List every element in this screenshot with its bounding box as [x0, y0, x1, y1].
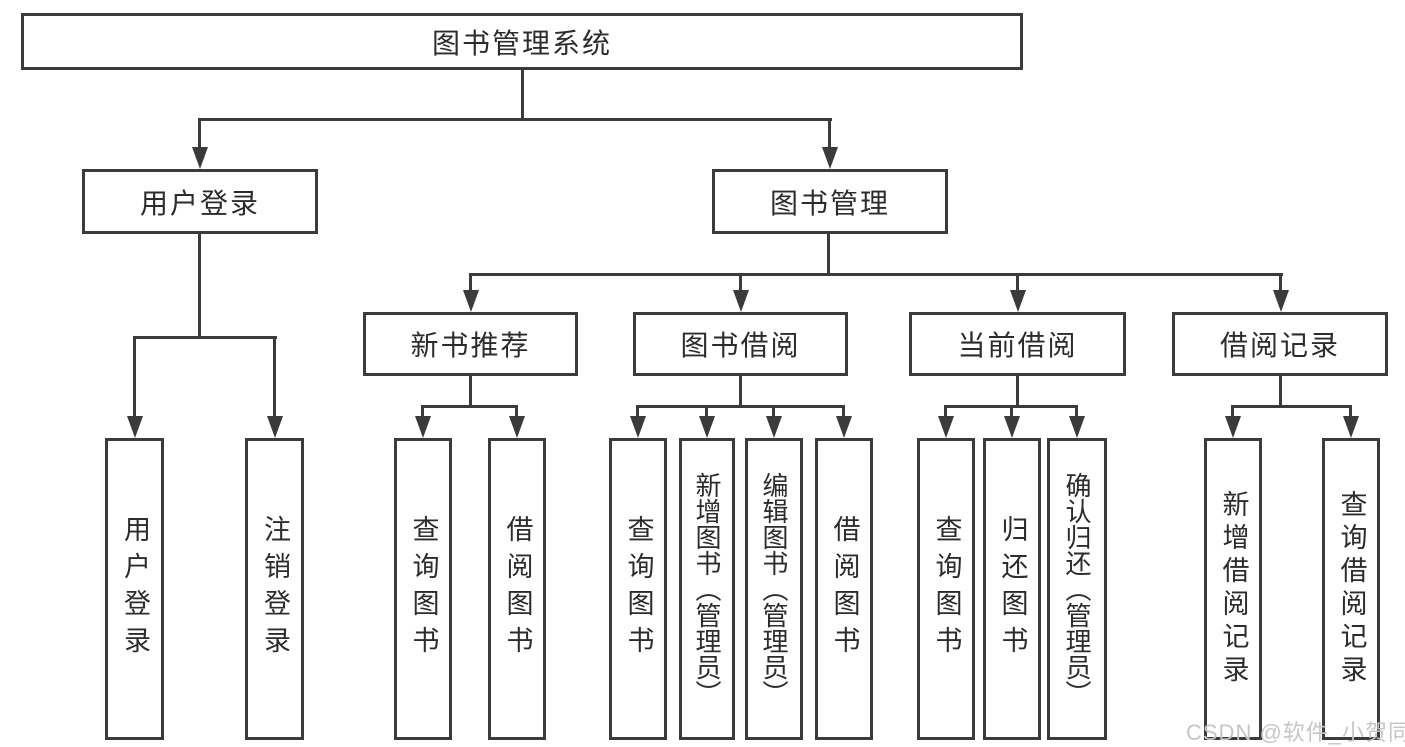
connector-new-book-recommendation-stem: [469, 376, 472, 405]
leaf-user-login: 用户登录: [105, 438, 164, 740]
leaf-edit-book-admin-label: 编辑图书（管理员）: [759, 472, 789, 706]
node-borrowing-records: 借阅记录: [1172, 312, 1388, 376]
leaf-query-books-current-label: 查询图书: [931, 515, 962, 663]
connector-book-management-stem: [827, 234, 830, 273]
leaf-borrow-books-borrowing-label: 借阅图书: [829, 515, 860, 663]
arrow-down-icon-book-borrowing: [732, 273, 749, 312]
arrow-down-icon-book-management: [821, 118, 838, 169]
arrow-down-icon-query-books-2: [629, 405, 646, 438]
node-book-management: 图书管理: [712, 169, 948, 234]
connector-root-stem: [521, 70, 524, 118]
leaf-query-books-current: 查询图书: [917, 438, 975, 740]
leaf-borrow-books-recommendation: 借阅图书: [488, 438, 546, 740]
connector-user-login-stem: [198, 234, 201, 336]
csdn-watermark: CSDN @软件_小贺同学: [1186, 720, 1405, 745]
leaf-add-borrow-record: 新增借阅记录: [1204, 438, 1262, 740]
node-current-borrowing-label: 当前借阅: [957, 330, 1078, 361]
arrow-down-icon-leaf-user-login: [126, 336, 143, 438]
leaf-confirm-return-admin-label: 确认归还（管理员）: [1062, 472, 1092, 706]
node-root: 图书管理系统: [21, 13, 1023, 70]
node-root-label: 图书管理系统: [431, 27, 612, 59]
node-book-management-label: 图书管理: [769, 187, 890, 219]
leaf-logout-label: 注销登录: [260, 515, 290, 663]
leaf-add-book-admin-label: 新增图书（管理员）: [692, 472, 722, 706]
leaf-query-books-recommendation: 查询图书: [394, 438, 452, 740]
leaf-query-books-borrowing-label: 查询图书: [623, 515, 654, 663]
node-borrowing-records-label: 借阅记录: [1219, 330, 1340, 361]
connector-borrowing-records-branch: [1231, 405, 1352, 408]
arrow-down-icon-add-borrow-record: [1224, 405, 1241, 438]
connector-borrowing-records-stem: [1279, 376, 1282, 405]
arrow-down-icon-return-books: [1003, 405, 1020, 438]
node-new-book-recommendation-label: 新书推荐: [410, 330, 531, 361]
leaf-confirm-return-admin: 确认归还（管理员）: [1047, 438, 1107, 740]
arrow-down-icon-borrow-books-1: [508, 405, 525, 438]
leaf-user-login-label: 用户登录: [120, 515, 150, 663]
connector-level1-branch: [198, 118, 832, 121]
node-new-book-recommendation: 新书推荐: [363, 312, 578, 376]
arrow-down-icon-edit-book-admin: [765, 405, 782, 438]
connector-book-borrowing-stem: [739, 376, 742, 405]
node-book-borrowing: 图书借阅: [633, 312, 848, 376]
connector-new-book-recommendation-branch: [421, 405, 518, 408]
leaf-add-borrow-record-label: 新增借阅记录: [1218, 490, 1249, 688]
arrow-down-icon-leaf-logout: [266, 336, 283, 438]
leaf-return-books-label: 归还图书: [997, 515, 1028, 663]
leaf-query-books-borrowing: 查询图书: [609, 438, 667, 740]
connector-user-login-branch: [133, 336, 277, 339]
node-current-borrowing: 当前借阅: [909, 312, 1126, 376]
arrow-down-icon-borrow-books-2: [835, 405, 852, 438]
arrow-down-icon-current-borrowing: [1009, 273, 1026, 312]
leaf-borrow-books-borrowing: 借阅图书: [815, 438, 873, 740]
leaf-logout: 注销登录: [245, 438, 304, 740]
leaf-edit-book-admin: 编辑图书（管理员）: [745, 438, 803, 740]
arrow-down-icon-borrowing-records: [1272, 273, 1289, 312]
connector-book-borrowing-branch: [636, 405, 845, 408]
leaf-query-borrow-record-label: 查询借阅记录: [1336, 490, 1367, 688]
arrow-down-icon-query-borrow-record: [1342, 405, 1359, 438]
arrow-down-icon-new-book-recommendation: [462, 273, 479, 312]
leaf-add-book-admin: 新增图书（管理员）: [679, 438, 735, 740]
connector-current-borrowing-stem: [1016, 376, 1019, 405]
leaf-query-books-recommendation-label: 查询图书: [408, 515, 439, 663]
arrow-down-icon-query-books-3: [937, 405, 954, 438]
leaf-borrow-books-recommendation-label: 借阅图书: [502, 515, 533, 663]
arrow-down-icon-user-login: [191, 118, 208, 169]
node-book-borrowing-label: 图书借阅: [680, 330, 801, 361]
connector-level3-branch: [469, 273, 1283, 276]
leaf-query-borrow-record: 查询借阅记录: [1322, 438, 1380, 740]
node-user-login: 用户登录: [82, 169, 318, 234]
node-user-login-label: 用户登录: [139, 187, 260, 219]
arrow-down-icon-query-books-1: [414, 405, 431, 438]
arrow-down-icon-confirm-return-admin: [1068, 405, 1085, 438]
arrow-down-icon-add-book-admin: [698, 405, 715, 438]
leaf-return-books: 归还图书: [983, 438, 1041, 740]
